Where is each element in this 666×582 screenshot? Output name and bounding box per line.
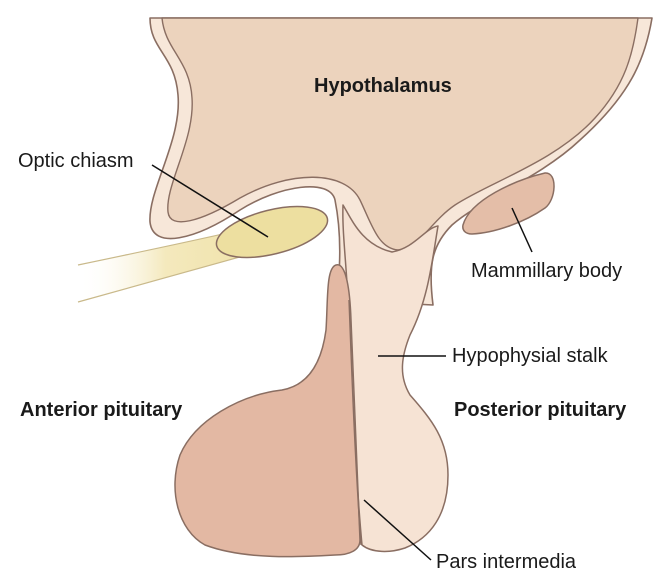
anterior-pituitary-label: Anterior pituitary <box>20 399 183 421</box>
pars-intermedia-leader <box>363 499 432 561</box>
optic-chiasm-label: Optic chiasm <box>18 150 134 172</box>
pars-intermedia-seam <box>348 299 362 546</box>
mammillary-body-label: Mammillary body <box>471 260 623 282</box>
hypothalamus-region <box>161 17 639 251</box>
optic-chiasm-leader <box>151 164 269 238</box>
mammillary-body-leader <box>511 207 533 253</box>
anterior-pituitary-shape <box>174 264 361 558</box>
pars-intermedia-label: Pars intermedia <box>436 551 577 573</box>
hypophysial-stalk-label: Hypophysial stalk <box>452 345 608 367</box>
posterior-pituitary-label: Posterior pituitary <box>454 399 627 421</box>
hypothalamus-label: Hypothalamus <box>314 75 452 97</box>
optic-chiasm-shape <box>215 205 329 259</box>
mammillary-body-shape <box>462 172 555 235</box>
